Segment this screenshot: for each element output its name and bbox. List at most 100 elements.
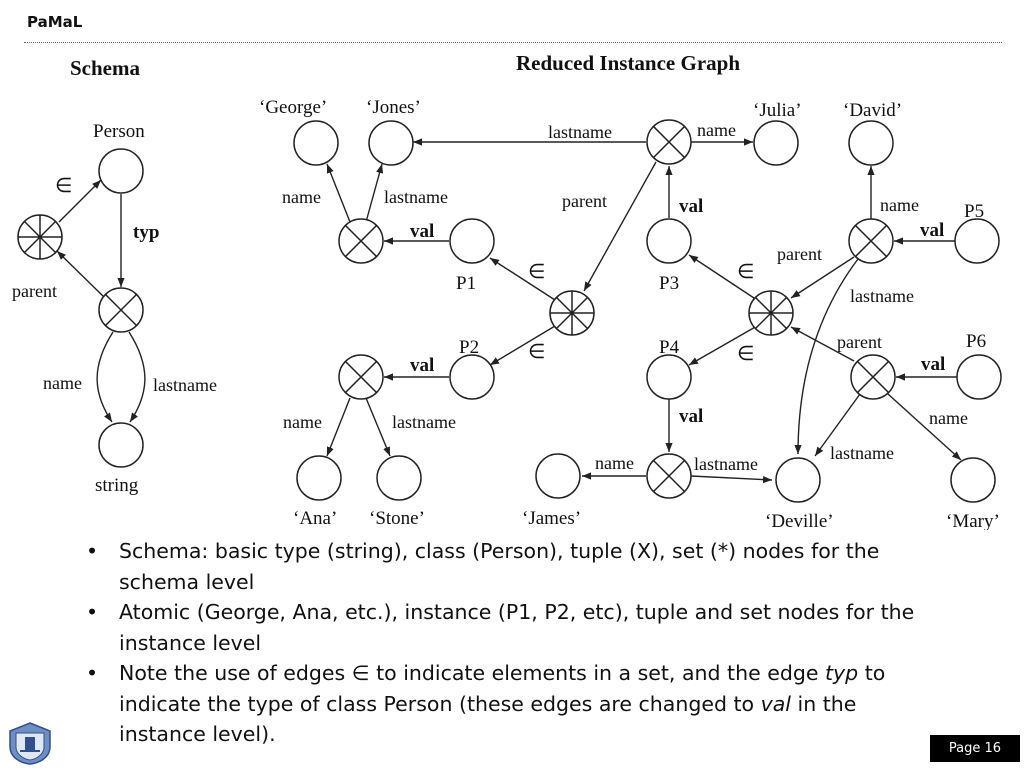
label-p3-val: val — [679, 196, 703, 217]
label-p2: P2 — [459, 337, 479, 358]
label-stone: ‘Stone’ — [369, 508, 425, 529]
label-p6: P6 — [966, 331, 986, 352]
label-tj-parent: parent — [562, 191, 607, 211]
label-deville: ‘Deville’ — [765, 511, 834, 530]
bullet-dot: • — [86, 539, 99, 563]
label-p1: P1 — [456, 273, 476, 294]
label-julia: ‘Julia’ — [753, 100, 802, 121]
label-tp1-name: name — [282, 187, 321, 207]
node-p4 — [646, 354, 692, 400]
label-tp5-name: name — [880, 195, 919, 215]
label-p4: P4 — [659, 337, 680, 358]
university-logo — [9, 722, 51, 765]
label-jones: ‘Jones’ — [366, 97, 421, 118]
node-tuple-tp6 — [850, 354, 896, 400]
node-deville — [775, 457, 821, 503]
label-tp4-name: name — [595, 453, 634, 473]
label-s2-member-1: ∈ — [737, 261, 754, 283]
bullet-text-atomic: Atomic (George, Ana, etc.), instance (P1… — [119, 600, 915, 655]
edge-name-schema — [96, 331, 114, 423]
label-p1-val: val — [410, 221, 434, 242]
schema-title: Schema — [70, 56, 140, 80]
bullet-text-typ: typ — [824, 661, 859, 685]
label-george: ‘George’ — [259, 97, 327, 118]
label-tp6-parent: parent — [837, 332, 882, 352]
label-tj-lastname: lastname — [548, 122, 612, 142]
node-james — [535, 453, 581, 499]
edge-tp6-lastname — [814, 393, 861, 457]
edge-tp2-lastname — [365, 397, 391, 457]
node-set-s2 — [748, 290, 794, 336]
label-lastname-schema: lastname — [153, 375, 217, 395]
label-s1-member-1: ∈ — [528, 261, 545, 283]
set-nodes — [17, 214, 794, 336]
label-member-schema: ∈ — [55, 175, 72, 197]
header-divider — [24, 42, 1002, 43]
node-set-s1 — [549, 290, 595, 336]
node-george — [293, 120, 339, 166]
label-parent-schema: parent — [12, 281, 57, 301]
node-julia — [753, 120, 799, 166]
label-james: ‘James’ — [522, 508, 581, 529]
header-title: PaMaL — [27, 13, 83, 31]
node-stone — [376, 455, 422, 501]
node-p2 — [449, 354, 495, 400]
diagram-labels: Schema Reduced Instance Graph Person ∈ t… — [12, 51, 1000, 530]
node-tuple-schema — [98, 287, 144, 333]
label-david: ‘David’ — [843, 100, 902, 121]
diagram-nodes — [98, 120, 1002, 503]
label-s2-member-2: ∈ — [737, 343, 754, 365]
node-p6 — [956, 354, 1002, 400]
label-tp6-lastname: lastname — [830, 443, 894, 463]
edge-tp6-parent — [790, 326, 855, 362]
node-ana — [296, 455, 342, 501]
edge-tj-parent — [583, 161, 657, 292]
node-mary — [950, 457, 996, 503]
node-tuple-tp4 — [646, 453, 692, 499]
edge-tp4-lastname — [690, 475, 773, 484]
label-tp4-lastname: lastname — [694, 454, 758, 474]
edge-s2-p4 — [688, 325, 758, 366]
label-string: string — [95, 475, 139, 496]
label-person: Person — [93, 121, 145, 142]
node-p1 — [449, 218, 495, 264]
label-p3: P3 — [659, 273, 679, 294]
label-tj-name: name — [697, 120, 736, 140]
label-p4-val: val — [679, 406, 703, 427]
edge-parent-schema — [56, 250, 106, 299]
bullet-text-note-2: to indicate the type of class Person (th… — [119, 661, 886, 716]
bullet-item-note: •Note the use of edges ∈ to indicate ele… — [84, 658, 944, 750]
node-tuple-tj — [646, 119, 692, 165]
edge-s2-p3 — [688, 254, 758, 301]
label-tp5-parent: parent — [777, 244, 822, 264]
label-tp1-lastname: lastname — [384, 187, 448, 207]
node-p5 — [954, 218, 1000, 264]
bullet-item-atomic: •Atomic (George, Ana, etc.), instance (P… — [84, 597, 944, 658]
tuple-nodes — [98, 119, 896, 499]
edge-tp5-lastname — [794, 258, 859, 455]
label-tp2-lastname: lastname — [392, 412, 456, 432]
edge-s1-p2 — [489, 325, 556, 366]
page-number-badge: Page 16 — [930, 735, 1020, 762]
node-p3 — [646, 218, 692, 264]
bullet-text-note-3: in the instance level). — [119, 691, 857, 747]
label-p5-val: val — [920, 220, 944, 241]
node-jones — [368, 120, 414, 166]
graph-title: Reduced Instance Graph — [516, 51, 740, 75]
bullet-item-schema: •Schema: basic type (string), class (Per… — [84, 536, 944, 597]
diagram-edges — [56, 138, 962, 484]
edge-member-schema — [58, 179, 102, 223]
label-tp2-name: name — [283, 412, 322, 432]
label-tp5-lastname: lastname — [850, 286, 914, 306]
node-string — [98, 422, 144, 468]
label-s1-member-2: ∈ — [528, 341, 545, 363]
edge-tp1-name — [326, 163, 351, 223]
node-set-schema — [17, 214, 63, 260]
label-p5: P5 — [964, 201, 984, 222]
label-name-schema: name — [43, 373, 82, 393]
edge-s1-p1 — [489, 257, 556, 301]
label-tp6-name: name — [929, 408, 968, 428]
node-tuple-tp5 — [848, 218, 894, 264]
label-typ: typ — [133, 222, 159, 243]
edge-tp1-lastname — [365, 163, 384, 223]
